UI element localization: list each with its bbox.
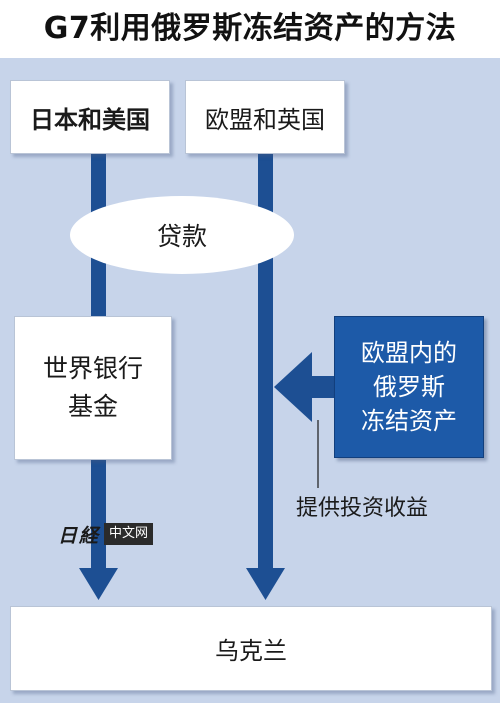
loan-label: 贷款 xyxy=(70,196,294,274)
diagram-title: G7利用俄罗斯冻结资产的方法 xyxy=(0,0,500,58)
frozen-assets-box: 欧盟内的 俄罗斯 冻结资产 xyxy=(334,316,484,458)
investment-returns-label: 提供投资收益 xyxy=(296,496,429,521)
frozen-assets-line3: 冻结资产 xyxy=(361,407,457,435)
source-eu-uk-box: 欧盟和英国 xyxy=(185,80,345,154)
left-arrow-icon xyxy=(274,352,334,422)
world-bank-fund-line2: 基金 xyxy=(67,392,118,421)
world-bank-fund-box: 世界银行 基金 xyxy=(14,316,172,460)
nikkei-watermark: 日経 中文网 xyxy=(58,522,154,547)
world-bank-fund-line1: 世界银行 xyxy=(42,354,143,383)
frozen-assets-line1: 欧盟内的 xyxy=(361,339,457,367)
recipient-ukraine-box: 乌克兰 xyxy=(10,606,492,691)
watermark-brand: 日経 xyxy=(58,524,101,547)
frozen-assets-line2: 俄罗斯 xyxy=(373,373,445,401)
watermark-text: 中文网 xyxy=(104,523,154,545)
source-japan-us-box: 日本和美国 xyxy=(10,80,170,154)
